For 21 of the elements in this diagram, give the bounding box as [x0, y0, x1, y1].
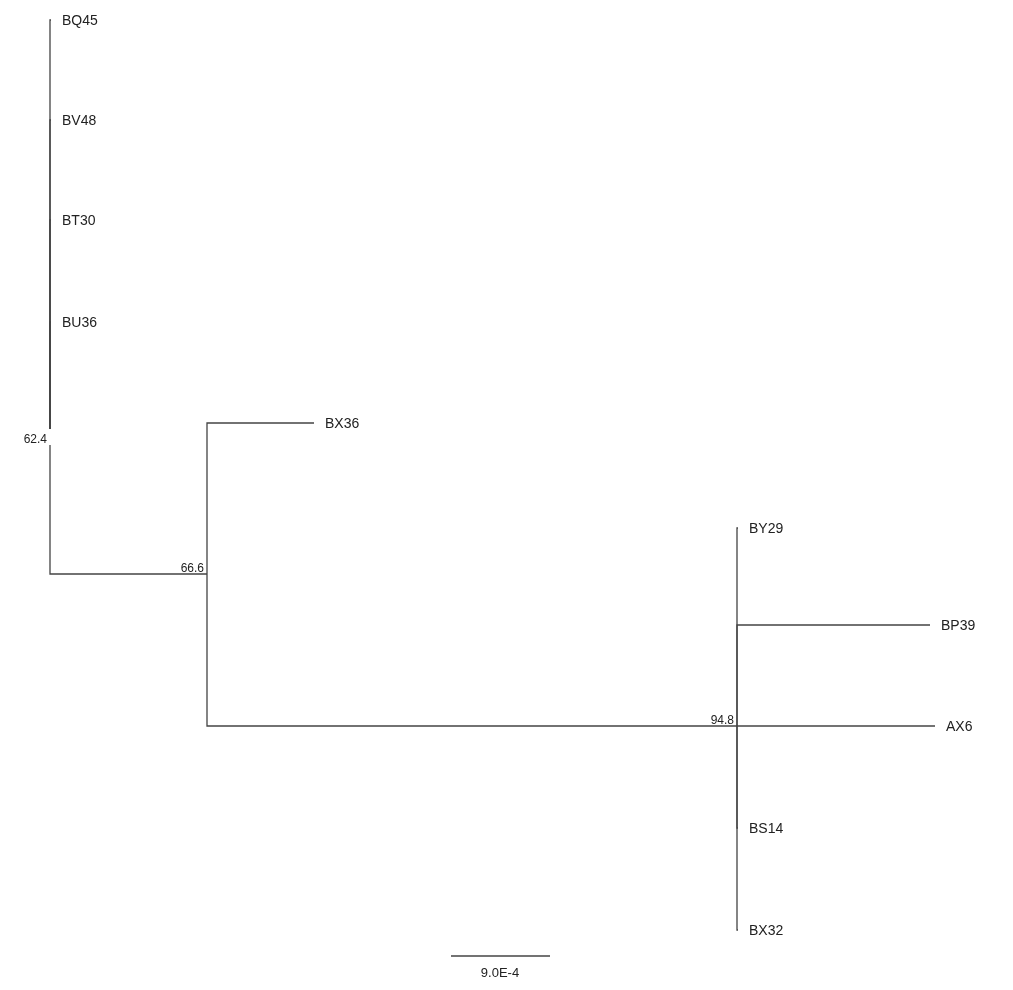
taxon-label: BV48 [51, 111, 131, 129]
tree-branch [49, 321, 52, 430]
scale-label: 9.0E-4 [479, 966, 521, 979]
taxon-label: BX32 [738, 921, 818, 939]
tree-branch [206, 573, 738, 727]
taxon-label: BP39 [930, 616, 1010, 634]
taxon-label: AX6 [935, 717, 1005, 735]
support-value: 66.6 [150, 558, 207, 574]
tree-branch [49, 444, 208, 575]
taxon-label: BU36 [51, 313, 131, 331]
taxon-label: BY29 [738, 519, 818, 537]
support-value: 94.8 [680, 710, 737, 726]
support-value: 62.4 [0, 429, 50, 445]
tree-branch [736, 725, 739, 931]
taxon-label: BX36 [314, 414, 394, 432]
tree-branch [736, 725, 936, 727]
taxon-label: BS14 [738, 819, 818, 837]
taxon-label: BT30 [51, 211, 131, 229]
taxon-label: BQ45 [51, 11, 131, 29]
tree-branch [736, 624, 931, 727]
tree-branch [206, 422, 315, 575]
